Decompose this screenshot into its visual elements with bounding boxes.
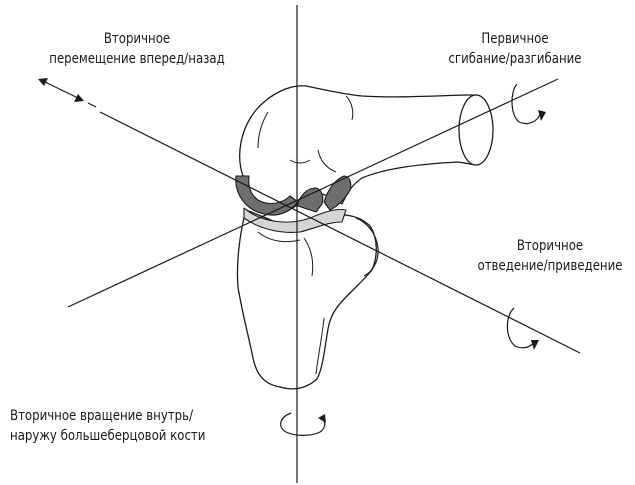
label-secondary-ap: Вторичное перемещение вперед/назад: [32, 29, 242, 69]
tibia: [237, 210, 376, 389]
label-primary-flex-line2: сгибание/разгибание: [423, 49, 608, 69]
flexion-rotation-icon: [512, 84, 541, 124]
label-secondary-abd-line2: отведение/приведение: [458, 256, 635, 276]
label-secondary-rot-line2: наружу большеберцовой кости: [10, 426, 237, 446]
label-primary-flex: Первичное сгибание/разгибание: [423, 29, 608, 69]
tibia-rotation-icon: [281, 413, 325, 435]
label-primary-flex-line1: Первичное: [423, 29, 608, 49]
femur-shaft-end: [459, 95, 493, 165]
label-secondary-rot-line1: Вторичное вращение внутрь/: [10, 406, 237, 426]
arrowhead-icon: [74, 94, 84, 102]
label-secondary-abd-line1: Вторичное: [458, 236, 635, 256]
arrowhead-icon: [38, 78, 48, 86]
label-secondary-ap-line1: Вторичное: [32, 29, 242, 49]
arrowhead-icon: [318, 414, 326, 423]
ap-axis: [45, 82, 78, 98]
label-secondary-ap-line2: перемещение вперед/назад: [32, 49, 242, 69]
label-secondary-abd: Вторичное отведение/приведение: [458, 236, 635, 276]
label-secondary-rot: Вторичное вращение внутрь/ наружу больше…: [10, 406, 237, 446]
ap-axis-dash: [88, 103, 96, 107]
femur: [240, 86, 476, 213]
